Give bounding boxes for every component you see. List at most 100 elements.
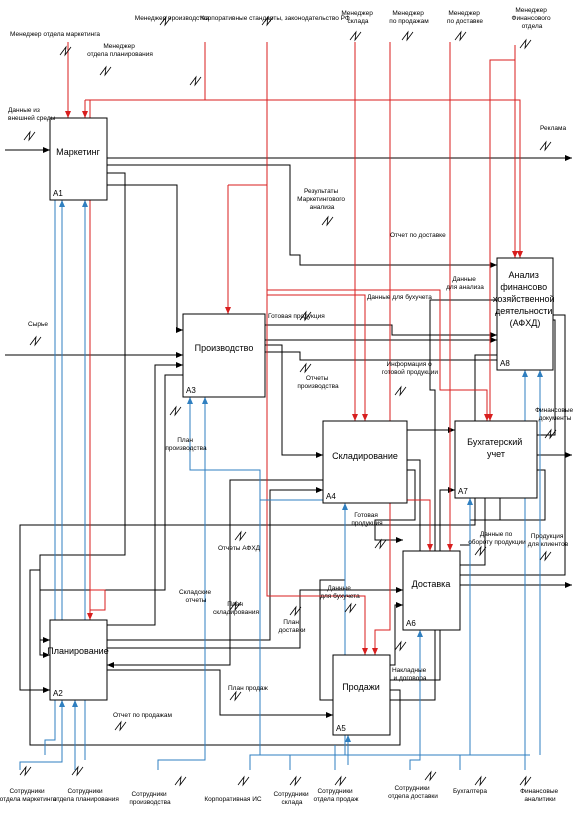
label-output-products: Продукция для клиентов [528, 533, 569, 548]
control-standards-h3 [267, 294, 368, 421]
arrow-marketing-to-production [107, 184, 183, 333]
squiggle [174, 775, 187, 787]
squiggle [544, 428, 557, 440]
label-mech-analysts: Финансовые аналитики [520, 788, 560, 803]
label-flow-analysis-data: Данные для анализа [446, 276, 484, 291]
arrow-accounting-to-afhd [537, 319, 556, 436]
block-a6-id: A6 [406, 619, 416, 628]
label-mech-sales-staff: Сотрудники отдела продаж [313, 788, 359, 803]
block-a7-label: Бухгатерский учет [467, 437, 525, 459]
squiggle [289, 775, 302, 787]
block-a3[interactable]: Производство A3 [182, 313, 266, 398]
arrow-planning-to-sales [107, 669, 333, 718]
block-a1-id: A1 [53, 189, 63, 198]
labels: Менеджер отдела маркетинга Менеджер отде… [0, 7, 574, 806]
arrow-sales-report [29, 569, 401, 746]
squiggle [394, 640, 407, 652]
block-a2[interactable]: Планирование A2 [47, 619, 109, 701]
squiggle [401, 30, 414, 42]
label-flow-warehouse-plan: План складирования [213, 601, 259, 616]
label-flow-finished-goods: Готовая продукция [268, 313, 325, 320]
label-control-production-manager: Менеджер производства [135, 15, 210, 22]
mechanism-delivery-staff [409, 630, 423, 770]
arrow-planning-to-production [107, 362, 183, 626]
label-control-delivery-manager: Менеджер по доставке [447, 10, 483, 25]
arrow-sales-to-delivery [390, 602, 403, 666]
mechanism-production-staff [157, 397, 208, 770]
control-finance-manager [487, 45, 516, 421]
block-a7-id: A7 [458, 487, 468, 496]
label-mech-delivery-staff: Сотрудники отдела доставки [388, 785, 438, 800]
label-flow-delivery-plan: План доставки [278, 619, 305, 634]
flow-lines [5, 147, 572, 746]
squiggle [114, 720, 127, 732]
arrow-sales-data [319, 579, 345, 701]
label-flow-product-info: Информация о готовой продукции [382, 361, 438, 376]
arrow-marketing-to-planning [39, 172, 126, 643]
label-flow-sales-report: Отчет по продажам [113, 712, 173, 719]
arrow-production-to-warehouse [265, 344, 323, 458]
block-a7[interactable]: Бухгатерский учет A7 [454, 420, 538, 499]
squiggle [71, 765, 84, 777]
label-control-marketing-manager: Менеджер отдела маркетинга [10, 31, 100, 38]
label-control-warehouse-manager: Менеджер склада [341, 10, 374, 25]
label-control-sales-manager: Менеджер по продажам [389, 10, 429, 25]
block-a6[interactable]: Доставка A6 [402, 550, 461, 631]
control-sales-manager [372, 42, 391, 655]
block-a4-id: A4 [326, 492, 336, 501]
control-lines [65, 42, 523, 655]
label-input-raw: Сырье [28, 321, 48, 328]
label-flow-accounting-data-2: Данные для бухучета [320, 585, 360, 600]
squiggle [539, 550, 552, 562]
block-a4-label: Складирование [332, 451, 398, 461]
block-a2-id: A2 [53, 689, 63, 698]
block-a5-label: Продажи [342, 682, 380, 692]
mechanism-is-to-a1 [44, 200, 56, 755]
label-control-finance-manager: Менеджер Финансового отдела [512, 7, 553, 30]
arrow-delivery-to-afhd [460, 314, 566, 576]
squiggle [474, 545, 487, 557]
label-flow-finished-goods-2: Готовая продукция [351, 512, 383, 527]
block-a5[interactable]: Продажи A5 [332, 654, 391, 736]
arrow-warehouse-reports [107, 479, 323, 668]
control-standards-to-a7 [267, 289, 490, 421]
label-flow-afhd-reports: Отчеты АФХД [218, 545, 261, 552]
label-flow-production-plan: План производства [165, 437, 207, 452]
block-a1[interactable]: Маркетинг A1 [49, 117, 108, 201]
squiggles [19, 15, 557, 787]
squiggle [299, 310, 312, 322]
block-a4[interactable]: Складирование A4 [322, 420, 408, 504]
label-output-ads: Реклама [540, 125, 566, 132]
squiggle [424, 770, 437, 782]
arrow-planning-to-warehouse [107, 487, 323, 641]
squiggle [59, 45, 72, 57]
squiggle [289, 605, 302, 617]
label-flow-accounting-data: Данные для бухучета [367, 293, 432, 301]
squiggle [23, 130, 36, 142]
block-a1-label: Маркетинг [56, 147, 100, 157]
label-flow-production-reports: Отчеты производства [297, 375, 339, 390]
squiggle [237, 775, 250, 787]
squiggle [99, 65, 112, 77]
squiggle [229, 690, 242, 702]
block-a8-label: Анализ финансово хозяйственной деятельно… [493, 270, 557, 328]
label-input-external: Данные из внешней среды [8, 107, 56, 122]
block-a2-label: Планирование [47, 646, 108, 656]
block-a8[interactable]: Анализ финансово хозяйственной деятельно… [493, 257, 557, 371]
squiggle [169, 405, 182, 417]
squiggle [344, 602, 357, 614]
squiggle [19, 765, 32, 777]
arrow-warehouse-finished [374, 469, 416, 543]
control-standards-h5 [266, 500, 368, 655]
squiggle [519, 775, 532, 787]
label-control-planning-manager: Менеджер отдела планирования [87, 43, 153, 58]
block-a8-id: A8 [500, 359, 510, 368]
control-standards-h1 [85, 99, 523, 258]
block-a5-id: A5 [336, 724, 346, 733]
squiggle [321, 215, 334, 227]
label-flow-turnover-data: Данные по обороту продукции [468, 531, 526, 546]
mechanism-marketing-staff [19, 200, 65, 770]
activity-boxes: Маркетинг A1 Производство A3 Складирован… [47, 117, 557, 736]
arrow-production-to-planning [39, 374, 183, 658]
